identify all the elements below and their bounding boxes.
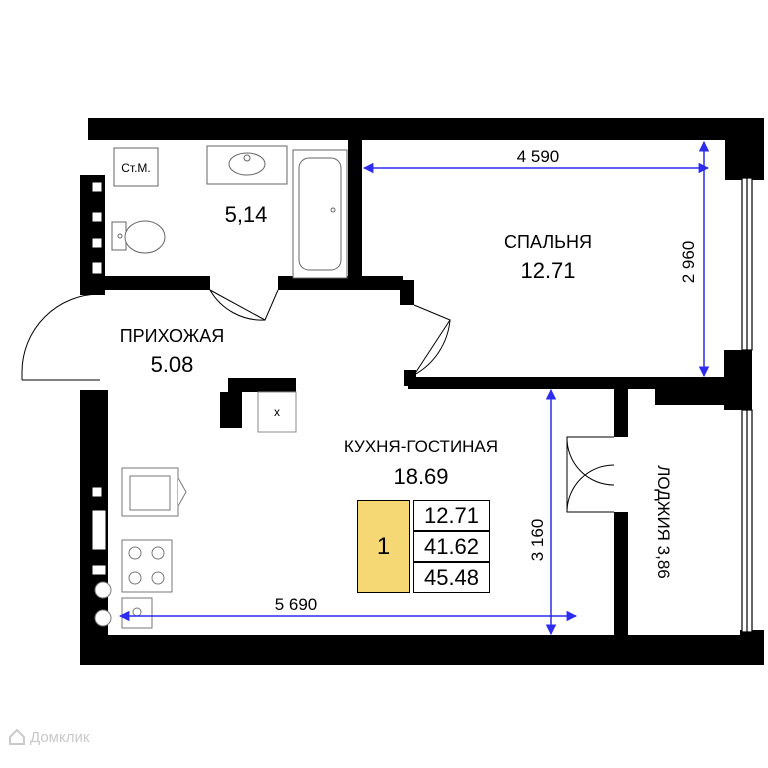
house-logo-icon <box>9 728 25 745</box>
total-with-loggia-cell: 45.48 <box>413 562 490 593</box>
washer-icon <box>113 147 159 187</box>
bedroom-area: 12.71 <box>520 258 575 283</box>
watermark-text: Домклик <box>30 728 90 746</box>
area-summary: 1 12.71 41.62 45.48 <box>357 500 490 593</box>
stove-icon <box>121 539 173 593</box>
hallway-area: 5.08 <box>151 352 194 377</box>
kitchen-fixtures <box>94 467 187 629</box>
kitchen-sink-icon <box>121 597 153 629</box>
rooms-count-badge: 1 <box>357 500 410 593</box>
left-wall-details <box>91 181 107 576</box>
total-area-cell: 41.62 <box>413 531 490 562</box>
walls <box>80 118 764 665</box>
vent-shaft: x <box>257 391 297 433</box>
bathroom-fixtures <box>111 145 348 279</box>
bathroom-area: 5,14 <box>225 202 268 227</box>
dim-kitchen-width: 5 690 <box>275 595 318 614</box>
kitchen-name: КУХНЯ-ГОСТИНАЯ <box>344 437 498 456</box>
dim-bedroom-width: 4 590 <box>517 147 560 166</box>
bedroom-name: СПАЛЬНЯ <box>504 232 592 252</box>
kitchen-area: 18.69 <box>393 464 448 489</box>
dim-bedroom-depth: 2 960 <box>679 241 698 284</box>
toilet-icon <box>111 220 166 254</box>
living-area-cell: 12.71 <box>413 500 490 531</box>
hallway-name: ПРИХОЖАЯ <box>120 326 225 346</box>
dim-kitchen-depth: 3 160 <box>528 519 547 562</box>
windows <box>741 177 753 633</box>
dimension-lines <box>118 140 710 636</box>
doors <box>21 289 615 513</box>
outlet-icon <box>94 581 112 599</box>
svg-text:x: x <box>274 405 280 419</box>
watermark: Домклик <box>8 728 89 746</box>
loggia-label: ЛОДЖИЯ 3,86 <box>654 465 673 579</box>
washer-label: Ст.М. <box>121 161 151 175</box>
